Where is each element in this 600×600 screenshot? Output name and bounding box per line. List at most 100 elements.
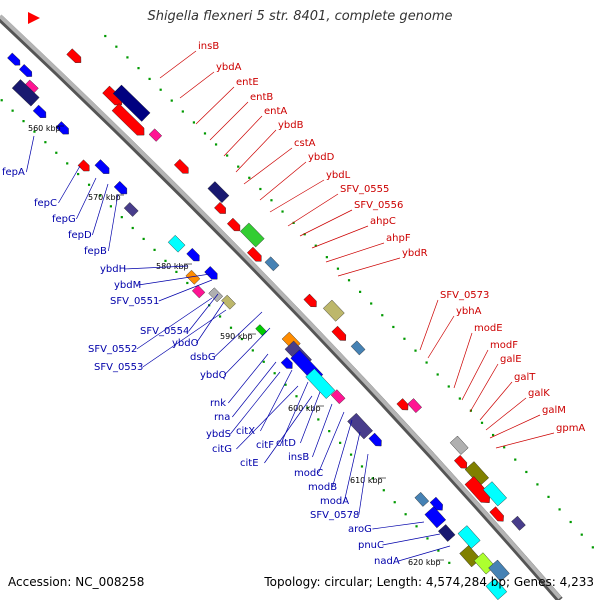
track-dot xyxy=(186,281,189,285)
tick-label: 610 kbp xyxy=(350,476,383,485)
gene-label[interactable]: pnuC xyxy=(358,540,384,551)
gene-label[interactable]: SFV_0552 xyxy=(88,344,137,355)
track-dot xyxy=(325,256,328,259)
label-leader xyxy=(235,129,277,173)
gene-label[interactable]: ybdB xyxy=(278,120,304,131)
gene-label[interactable]: fepC xyxy=(34,198,57,209)
track-dot xyxy=(55,151,58,154)
gene-label[interactable]: galM xyxy=(542,405,566,416)
gene-feature xyxy=(350,340,366,356)
gene-label[interactable]: fepD xyxy=(68,230,92,241)
map-title: Shigella flexneri 5 str. 8401, complete … xyxy=(147,9,453,24)
gene-feature xyxy=(330,389,346,405)
track-dot xyxy=(44,141,47,144)
gene-feature xyxy=(204,266,218,280)
label-leader xyxy=(108,193,119,252)
gene-label[interactable]: gpmA xyxy=(556,423,585,434)
gene-feature xyxy=(424,506,447,529)
topology-summary: Topology: circular; Length: 4,574,284 bp… xyxy=(264,575,594,589)
gene-label[interactable]: dsbG xyxy=(190,352,216,363)
gene-label[interactable]: galE xyxy=(500,354,522,365)
gene-label[interactable]: fepB xyxy=(84,246,107,257)
label-leader xyxy=(398,545,451,562)
label-leader xyxy=(280,381,309,446)
track-dot xyxy=(259,187,262,191)
gene-label[interactable]: SFV_0553 xyxy=(94,362,143,373)
track-dot xyxy=(447,385,450,388)
gene-label[interactable]: citX xyxy=(236,426,255,437)
gene-label[interactable]: rnk xyxy=(210,398,226,409)
gene-label[interactable]: ybhA xyxy=(456,306,482,317)
gene-label[interactable]: ybdH xyxy=(100,264,126,275)
gene-label[interactable]: ybdR xyxy=(402,248,428,259)
track-dot xyxy=(240,337,244,341)
gene-label[interactable]: modB xyxy=(308,482,337,493)
track-dot xyxy=(514,458,517,461)
gene-label[interactable]: citE xyxy=(240,458,259,469)
label-leader xyxy=(479,381,513,421)
label-leader xyxy=(26,135,35,173)
gene-feature xyxy=(453,454,468,469)
gene-label[interactable]: modF xyxy=(490,340,518,351)
gene-label[interactable]: SFV_0556 xyxy=(354,200,403,211)
track-dot xyxy=(491,433,495,437)
track-dot xyxy=(503,446,506,449)
gene-label[interactable]: SFV_0578 xyxy=(310,510,359,521)
track-dot xyxy=(11,109,14,112)
label-leader xyxy=(461,349,489,401)
gene-label[interactable]: ahpC xyxy=(370,216,396,227)
track-dot xyxy=(237,165,240,168)
gene-label[interactable]: entA xyxy=(264,106,287,117)
gene-label[interactable]: ybdA xyxy=(216,62,242,73)
gene-label[interactable]: insB xyxy=(288,452,309,463)
track-dot xyxy=(66,162,69,165)
gene-label[interactable]: modE xyxy=(474,323,503,334)
gene-label[interactable]: citG xyxy=(212,444,232,455)
gene-label[interactable]: citD xyxy=(276,438,296,449)
track-dot xyxy=(104,34,107,38)
gene-feature xyxy=(77,159,90,172)
gene-label[interactable]: rna xyxy=(214,412,230,423)
gene-label[interactable]: modA xyxy=(320,496,349,507)
track-dot xyxy=(339,441,342,444)
gene-label[interactable]: entB xyxy=(250,92,273,103)
gene-label[interactable]: ybdM xyxy=(114,280,141,291)
gene-label[interactable]: ybdS xyxy=(206,429,231,440)
genome-backbone xyxy=(0,14,562,600)
gene-feature xyxy=(221,294,236,310)
gene-label[interactable]: aroG xyxy=(348,524,372,535)
gene-feature xyxy=(511,515,526,531)
track-dot xyxy=(153,248,156,251)
gene-feature xyxy=(111,103,145,136)
gene-label[interactable]: SFV_0573 xyxy=(440,290,489,301)
label-leader xyxy=(485,397,527,431)
label-leader xyxy=(58,165,81,204)
gene-label[interactable]: ybdO xyxy=(172,338,199,349)
feature-track xyxy=(7,12,526,600)
gene-label[interactable]: insB xyxy=(198,41,219,52)
gene-label[interactable]: ybdQ xyxy=(200,370,227,381)
gene-feature xyxy=(112,84,151,122)
gene-label[interactable]: fepG xyxy=(52,214,76,225)
gene-label[interactable]: galK xyxy=(528,388,550,399)
gene-label[interactable]: ybdL xyxy=(326,170,351,181)
track-dot xyxy=(251,349,254,352)
tick-label: 620 kbp xyxy=(408,558,441,567)
track-dot xyxy=(0,99,3,102)
gene-label[interactable]: nadA xyxy=(374,556,400,567)
gene-feature xyxy=(191,284,206,299)
gene-feature xyxy=(94,159,110,174)
gene-label[interactable]: ybdD xyxy=(308,152,335,163)
gene-label[interactable]: SFV_0551 xyxy=(110,296,159,307)
gene-feature xyxy=(407,398,422,414)
gene-label[interactable]: SFV_0555 xyxy=(340,184,389,195)
gene-label[interactable]: modC xyxy=(294,468,323,479)
gene-label[interactable]: SFV_0554 xyxy=(140,326,189,337)
gene-label[interactable]: cstA xyxy=(294,138,316,149)
gene-label[interactable]: citF xyxy=(256,440,274,451)
gene-label[interactable]: galT xyxy=(514,372,536,383)
gene-label[interactable]: fepA xyxy=(2,167,25,178)
gene-label[interactable]: ahpF xyxy=(386,233,411,244)
gene-label[interactable]: entE xyxy=(236,77,259,88)
